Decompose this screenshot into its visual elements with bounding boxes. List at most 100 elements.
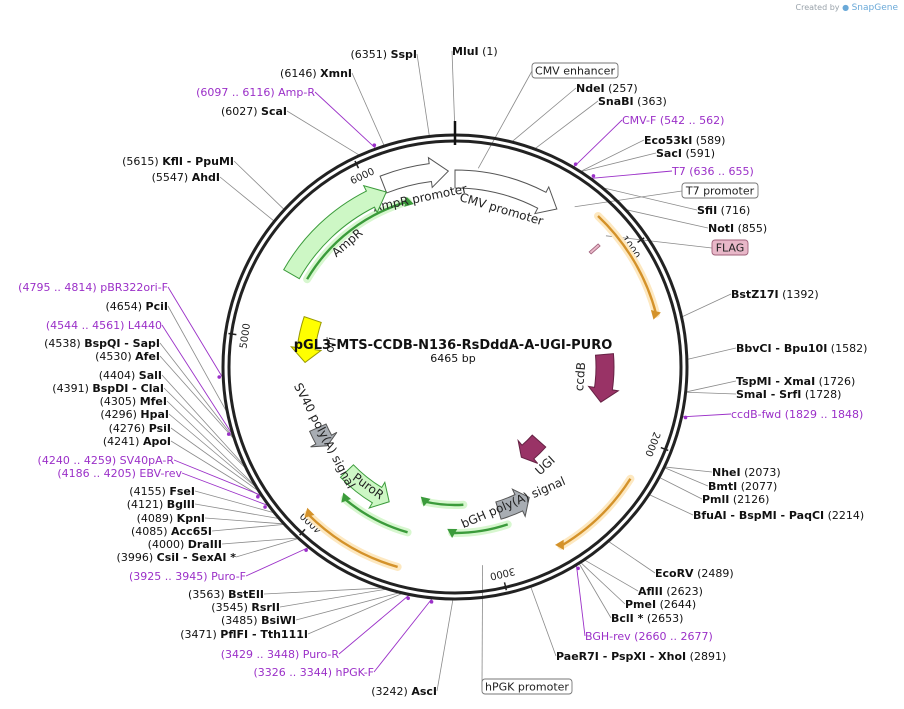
tick-mark-2000 — [660, 446, 669, 452]
primer-label-ebv-rev[interactable]: (4186 .. 4205) EBV-rev — [57, 467, 182, 480]
site-name: SspI — [391, 48, 417, 61]
site-label-bfuai-bspmi-paqci[interactable]: BfuAI - BspMI - PaqCI (2214) — [693, 509, 864, 522]
site-label-sfii[interactable]: SfiI (716) — [697, 204, 750, 217]
site-label-snabi[interactable]: SnaBI (363) — [598, 95, 667, 108]
site-label-apoi[interactable]: (4241) ApoI — [103, 435, 171, 448]
primer-label-puro-r[interactable]: (3429 .. 3448) Puro-R — [221, 648, 340, 661]
site-label-kpni[interactable]: (4089) KpnI — [137, 512, 205, 525]
site-label-noti[interactable]: NotI (855) — [708, 222, 767, 235]
site-label-acc65i[interactable]: (4085) Acc65I — [131, 525, 212, 538]
site-name: AhdI — [192, 171, 220, 184]
site-position: (6351) — [350, 48, 390, 61]
site-label-saci[interactable]: SacI (591) — [656, 147, 715, 160]
leader-ahdi — [219, 176, 274, 222]
site-label-bsteii[interactable]: (3563) BstEII — [188, 588, 264, 601]
feature-cmv-promoter[interactable] — [454, 169, 558, 215]
site-label-ndei[interactable]: NdeI (257) — [576, 82, 638, 95]
leader-pflfi-tth111i — [307, 593, 402, 635]
site-label-mfei[interactable]: (4305) MfeI — [100, 395, 167, 408]
site-label-bglii[interactable]: (4121) BglII — [127, 498, 195, 511]
site-label-pmli[interactable]: PmlI (2126) — [702, 493, 769, 506]
leader-bsiwi — [295, 592, 399, 621]
primer-label-pbr322ori-f[interactable]: (4795 .. 4814) pBR322ori-F — [18, 281, 168, 294]
site-name: ScaI — [261, 105, 287, 118]
site-label-kfli-ppumi[interactable]: (5615) KflI - PpuMI — [122, 155, 234, 168]
feature-box-cmv-enhancer[interactable] — [531, 62, 619, 79]
site-name: SfiI — [697, 204, 717, 217]
leader-saci — [581, 152, 657, 172]
feature-ampr-promoter[interactable] — [379, 156, 450, 194]
primer-label-bgh-rev[interactable]: BGH-rev (2660 .. 2677) — [585, 630, 713, 643]
site-label-pflfi-tth111i[interactable]: (3471) PflFI - Tth111I — [180, 628, 308, 641]
site-label-xmni[interactable]: (6146) XmnI — [280, 67, 352, 80]
site-label-tspmi-xmai[interactable]: TspMI - XmaI (1726) — [736, 375, 855, 388]
site-label-psii[interactable]: (4276) PsiI — [109, 422, 171, 435]
site-name: BbvCI - Bpu10I — [736, 342, 827, 355]
leader-mfei — [166, 400, 255, 485]
site-name: BsiWI — [261, 614, 296, 627]
primer-label-cmv-f[interactable]: CMV-F (542 .. 562) — [622, 114, 724, 127]
feature-ori[interactable] — [289, 316, 323, 364]
site-position: (2214) — [824, 509, 864, 522]
site-position: (4654) — [105, 300, 145, 313]
site-label-ahdi[interactable]: (5547) AhdI — [152, 171, 220, 184]
site-label-csii-sexai[interactable]: (3996) CsiI - SexAI * — [117, 551, 237, 564]
site-position: (1) — [479, 45, 498, 58]
site-label-paer7i-pspxi-xhoi[interactable]: PaeR7I - PspXI - XhoI (2891) — [556, 650, 726, 663]
leader-kfli-ppumi — [233, 160, 284, 210]
primer-range: (3429 .. 3448) — [221, 648, 303, 661]
site-label-rsrii[interactable]: (3545) RsrII — [211, 601, 280, 614]
primer-label-amp-r[interactable]: (6097 .. 6116) Amp-R — [196, 86, 315, 99]
site-label-bspqi-sapi[interactable]: (4538) BspQI - SapI — [44, 337, 160, 350]
site-label-aflii[interactable]: AflII (2623) — [638, 585, 703, 598]
primer-label-hpgk-f[interactable]: (3326 .. 3344) hPGK-F — [253, 666, 374, 679]
site-label-nhei[interactable]: NheI (2073) — [712, 466, 781, 479]
primer-label-sv40pa-r[interactable]: (4240 .. 4259) SV40pA-R — [38, 454, 175, 467]
site-label-sali[interactable]: (4404) SalI — [99, 369, 162, 382]
site-label-eco53ki[interactable]: Eco53kI (589) — [644, 134, 725, 147]
arc-head-0 — [650, 309, 661, 320]
site-label-pmei[interactable]: PmeI (2644) — [625, 598, 696, 611]
leader-bcli — [579, 563, 612, 619]
primer-label-ccdb-fwd[interactable]: ccdB-fwd (1829 .. 1848) — [731, 408, 863, 421]
feature-box-flag[interactable] — [711, 239, 749, 256]
feature-box-t7-promoter[interactable] — [681, 182, 759, 199]
site-label-scai[interactable]: (6027) ScaI — [221, 105, 287, 118]
site-label-bmti[interactable]: BmtI (2077) — [708, 480, 777, 493]
site-label-ecorv[interactable]: EcoRV (2489) — [655, 567, 734, 580]
site-label-draiii[interactable]: (4000) DraIII — [148, 538, 222, 551]
site-label-bcli[interactable]: BclI * (2653) — [611, 612, 683, 625]
site-label-mlui[interactable]: MluI (1) — [452, 45, 498, 58]
leader-fsei — [194, 490, 274, 513]
feature-puror[interactable] — [339, 464, 390, 509]
site-label-pcii[interactable]: (4654) PciI — [105, 300, 168, 313]
primer-marker-sv40pa-r — [256, 494, 260, 499]
primer-label-l4440[interactable]: (4544 .. 4561) L4440 — [46, 319, 162, 332]
feature-ccdb[interactable] — [587, 353, 620, 403]
site-label-sspi[interactable]: (6351) SspI — [350, 48, 417, 61]
primer-label-t7[interactable]: T7 (636 .. 655) — [671, 165, 754, 178]
arc-tracks — [303, 196, 661, 571]
site-labels: MluI (1) NdeI (257)SnaBI (363) Eco53kI (58… — [18, 45, 867, 698]
site-label-bbvci-bpu10i[interactable]: BbvCI - Bpu10I (1582) — [736, 342, 867, 355]
feature-ampr[interactable] — [282, 184, 387, 280]
site-label-smai-srfi[interactable]: SmaI - SrfI (1728) — [736, 388, 841, 401]
primer-name: L4440 — [128, 319, 162, 332]
feature-sv40-poly-a-signal[interactable] — [308, 423, 338, 448]
site-label-bstz17i[interactable]: BstZ17I (1392) — [731, 288, 819, 301]
site-label-fsei[interactable]: (4155) FseI — [129, 485, 195, 498]
primer-marker-ccdb-fwd — [683, 415, 688, 420]
site-label-afei[interactable]: (4530) AfeI — [95, 350, 160, 363]
primer-leader-hpgk-f — [373, 598, 433, 673]
feature-box-hpgk-promoter[interactable] — [481, 678, 573, 695]
site-position: (6027) — [221, 105, 261, 118]
plasmid-name: pGL3-MTS-CCDB-N136-RsDddA-A-UGI-PURO — [294, 338, 613, 353]
site-label-asci[interactable]: (3242) AscI — [371, 685, 437, 698]
site-label-hpai[interactable]: (4296) HpaI — [100, 408, 169, 421]
site-label-bspdi-clai[interactable]: (4391) BspDI - ClaI — [52, 382, 164, 395]
site-name: HpaI — [140, 408, 169, 421]
feature-ugi[interactable] — [517, 434, 547, 464]
primer-label-puro-f[interactable]: (3925 .. 3945) Puro-F — [129, 570, 246, 583]
site-label-bsiwi[interactable]: (3485) BsiWI — [221, 614, 296, 627]
feature-bgh-poly-a-signal[interactable] — [495, 488, 530, 520]
